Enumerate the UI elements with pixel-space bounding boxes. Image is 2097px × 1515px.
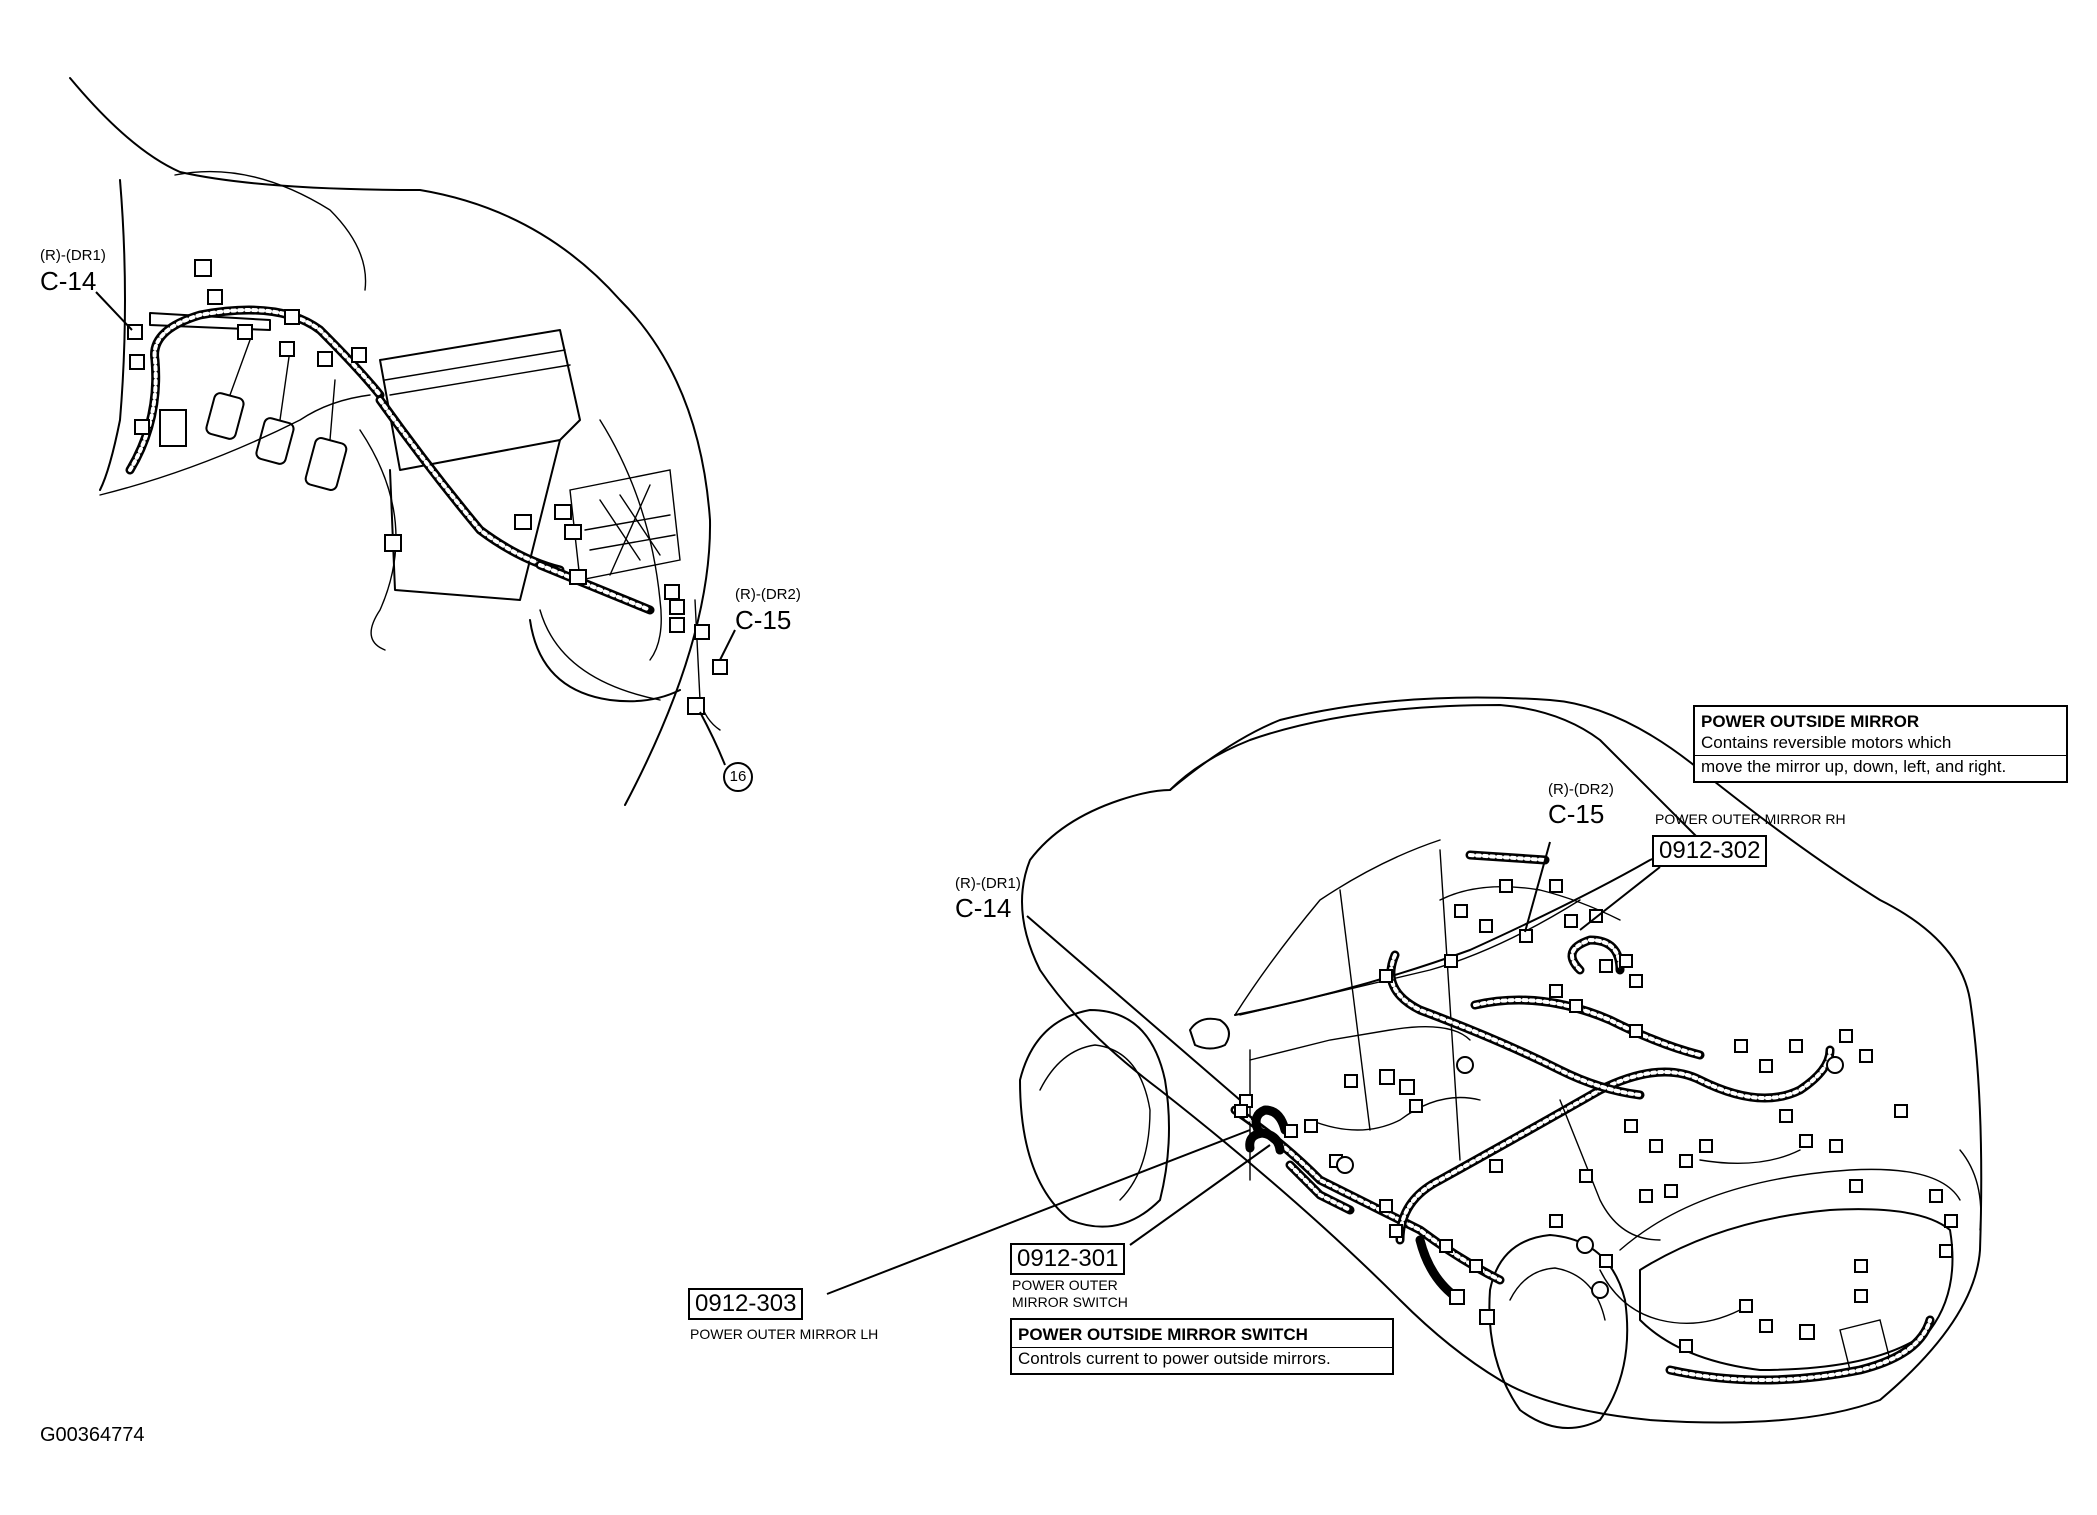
- dash-c14-code: C-14: [40, 266, 97, 296]
- car-c14-location: (R)-(DR1): [955, 875, 1021, 892]
- dash-outline: [69, 77, 712, 806]
- vent-grid: [569, 469, 681, 581]
- car-c15-code: C-15: [1548, 799, 1605, 829]
- mirror-switch-caption-2: MIRROR SWITCH: [1012, 1294, 1128, 1310]
- front-wheel: [1019, 1009, 1170, 1228]
- trunk-lid: [1639, 1208, 1954, 1371]
- dashboard-view: [69, 77, 736, 806]
- mirror-rh-caption: POWER OUTER MIRROR RH: [1655, 811, 1846, 827]
- car-harness-roof-left: [1386, 950, 1645, 1100]
- mirror-switch-caption-1: POWER OUTER: [1012, 1277, 1118, 1293]
- steering-column: [149, 312, 271, 331]
- car-c14-code: C-14: [955, 893, 1012, 923]
- rear-wheel: [1488, 1234, 1629, 1429]
- note-mirror-line2: move the mirror up, down, left, and righ…: [1701, 757, 2007, 776]
- dash-c14-location: (R)-(DR1): [40, 247, 106, 264]
- pedal-2: [255, 417, 295, 465]
- car-view: [826, 696, 1983, 1429]
- figure-id: G00364774: [40, 1424, 145, 1446]
- c14-leader: [1026, 915, 1241, 1101]
- mirror-lh-leader: [826, 1129, 1251, 1295]
- c14-connector-car: [1234, 1104, 1248, 1118]
- note-switch-line1: Controls current to power outside mirror…: [1018, 1349, 1331, 1368]
- mirror-rh-code: 0912-302: [1652, 835, 1768, 867]
- note-power-outside-mirror-switch: POWER OUTSIDE MIRROR SWITCH Controls cur…: [1010, 1318, 1394, 1375]
- car-c15-location: (R)-(DR2): [1548, 781, 1614, 798]
- car-harness-lh-mirror: [1251, 1105, 1290, 1135]
- mirror-rh-leader: [1579, 866, 1661, 931]
- left-mirror: [1189, 1017, 1230, 1050]
- car-harness-cross: [1395, 1045, 1835, 1245]
- note-power-outside-mirror: POWER OUTSIDE MIRROR Contains reversible…: [1693, 705, 2068, 783]
- roofline: [1169, 704, 1701, 841]
- dash-connectors: [127, 259, 728, 715]
- mirror-switch-code: 0912-301: [1010, 1243, 1126, 1275]
- a-pillar: [99, 179, 126, 491]
- pedal-3: [304, 437, 348, 491]
- c15-connector-dash: [712, 659, 728, 675]
- pedal-1: [205, 392, 245, 440]
- mirror-lh-code: 0912-303: [688, 1288, 804, 1320]
- ref-circle-16: 16: [723, 762, 753, 792]
- mirror-switch-leader: [1129, 1144, 1271, 1246]
- car-connectors: [1234, 879, 1958, 1353]
- note-mirror-line1: Contains reversible motors which: [1701, 733, 1952, 752]
- console-box: [379, 329, 581, 471]
- note-switch-title: POWER OUTSIDE MIRROR SWITCH: [1018, 1325, 1308, 1344]
- mirror-lh-caption: POWER OUTER MIRROR LH: [690, 1326, 879, 1342]
- dash-c15-code: C-15: [735, 605, 792, 635]
- note-mirror-title: POWER OUTSIDE MIRROR: [1701, 712, 1920, 731]
- c15-leader: [1524, 841, 1551, 933]
- dash-c15-location: (R)-(DR2): [735, 586, 801, 603]
